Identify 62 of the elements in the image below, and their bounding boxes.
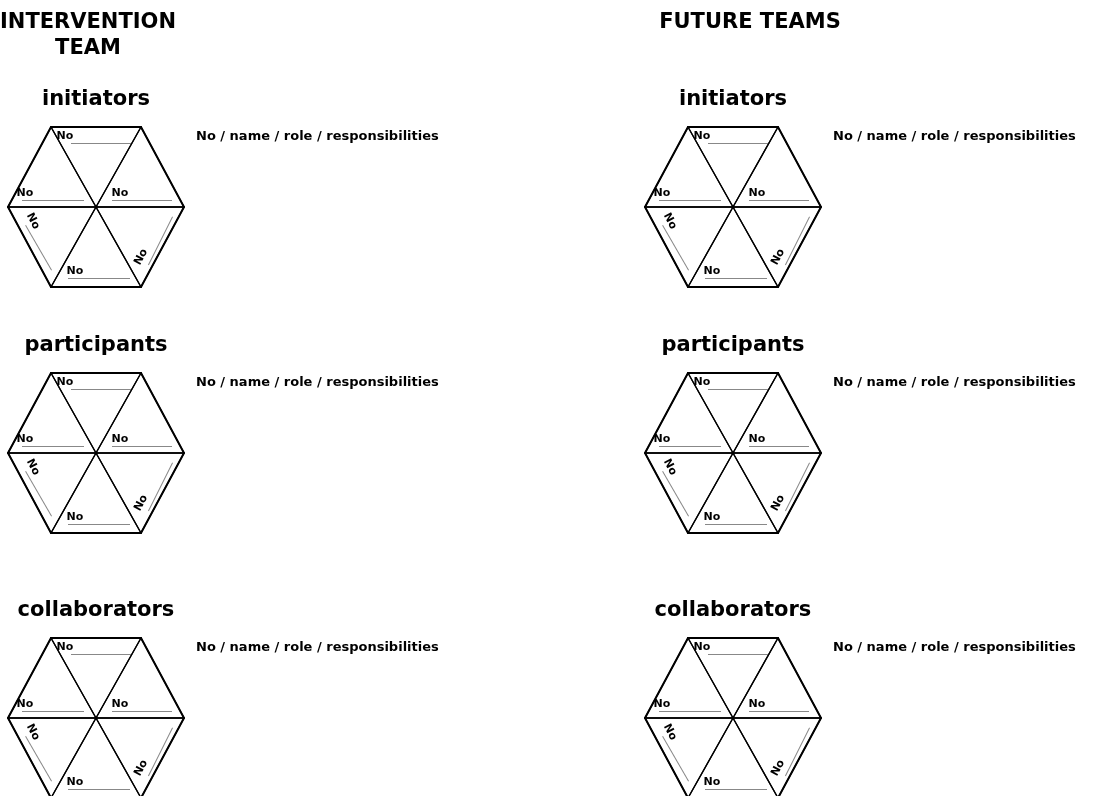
number-label: No [23,456,43,478]
instruction-text: No / name / role / responsibilities [196,374,439,389]
number-label: No [653,698,671,710]
number-label: No [23,721,43,743]
number-label: No [16,187,34,199]
number-label: No [748,698,766,710]
number-label: No [768,492,788,514]
triangle-segment [8,373,96,453]
number-label: No [703,511,721,523]
number-label: No [748,433,766,445]
number-label: No [16,433,34,445]
instruction-text: No / name / role / responsibilities [196,639,439,654]
number-label: No [56,641,74,653]
number-label: No [653,187,671,199]
triangle-segment [733,127,821,207]
triangle-segment [733,638,821,718]
number-label: No [748,187,766,199]
instruction-text: No / name / role / responsibilities [833,128,1076,143]
number-label: No [653,433,671,445]
section-heading: collaborators [17,597,175,621]
section-heading: participants [661,332,805,356]
section-heading: collaborators [654,597,812,621]
number-label: No [703,776,721,788]
number-label: No [56,130,74,142]
number-label: No [660,210,680,232]
number-label: No [16,698,34,710]
number-label: No [131,492,151,514]
column-title: INTERVENTION TEAM [0,8,177,60]
number-label: No [131,757,151,779]
number-label: No [693,130,711,142]
number-label: No [66,776,84,788]
column-title: FUTURE TEAMS [658,8,842,34]
number-label: No [660,721,680,743]
number-label: No [768,246,788,268]
number-label: No [23,210,43,232]
triangle-segment [645,127,733,207]
number-label: No [56,376,74,388]
instruction-text: No / name / role / responsibilities [833,639,1076,654]
section-heading: participants [24,332,168,356]
number-label: No [768,757,788,779]
number-label: No [66,511,84,523]
triangle-segment [96,373,184,453]
number-label: No [111,187,129,199]
triangle-segment [8,127,96,207]
number-label: No [693,641,711,653]
triangle-segment [96,638,184,718]
number-label: No [131,246,151,268]
section-heading: initiators [678,86,788,110]
triangle-segment [645,638,733,718]
number-label: No [693,376,711,388]
triangle-segment [733,373,821,453]
instruction-text: No / name / role / responsibilities [833,374,1076,389]
triangle-segment [8,638,96,718]
number-label: No [660,456,680,478]
triangle-segment [96,127,184,207]
number-label: No [111,433,129,445]
triangle-segment [645,373,733,453]
number-label: No [66,265,84,277]
instruction-text: No / name / role / responsibilities [196,128,439,143]
number-label: No [703,265,721,277]
section-heading: initiators [41,86,151,110]
number-label: No [111,698,129,710]
